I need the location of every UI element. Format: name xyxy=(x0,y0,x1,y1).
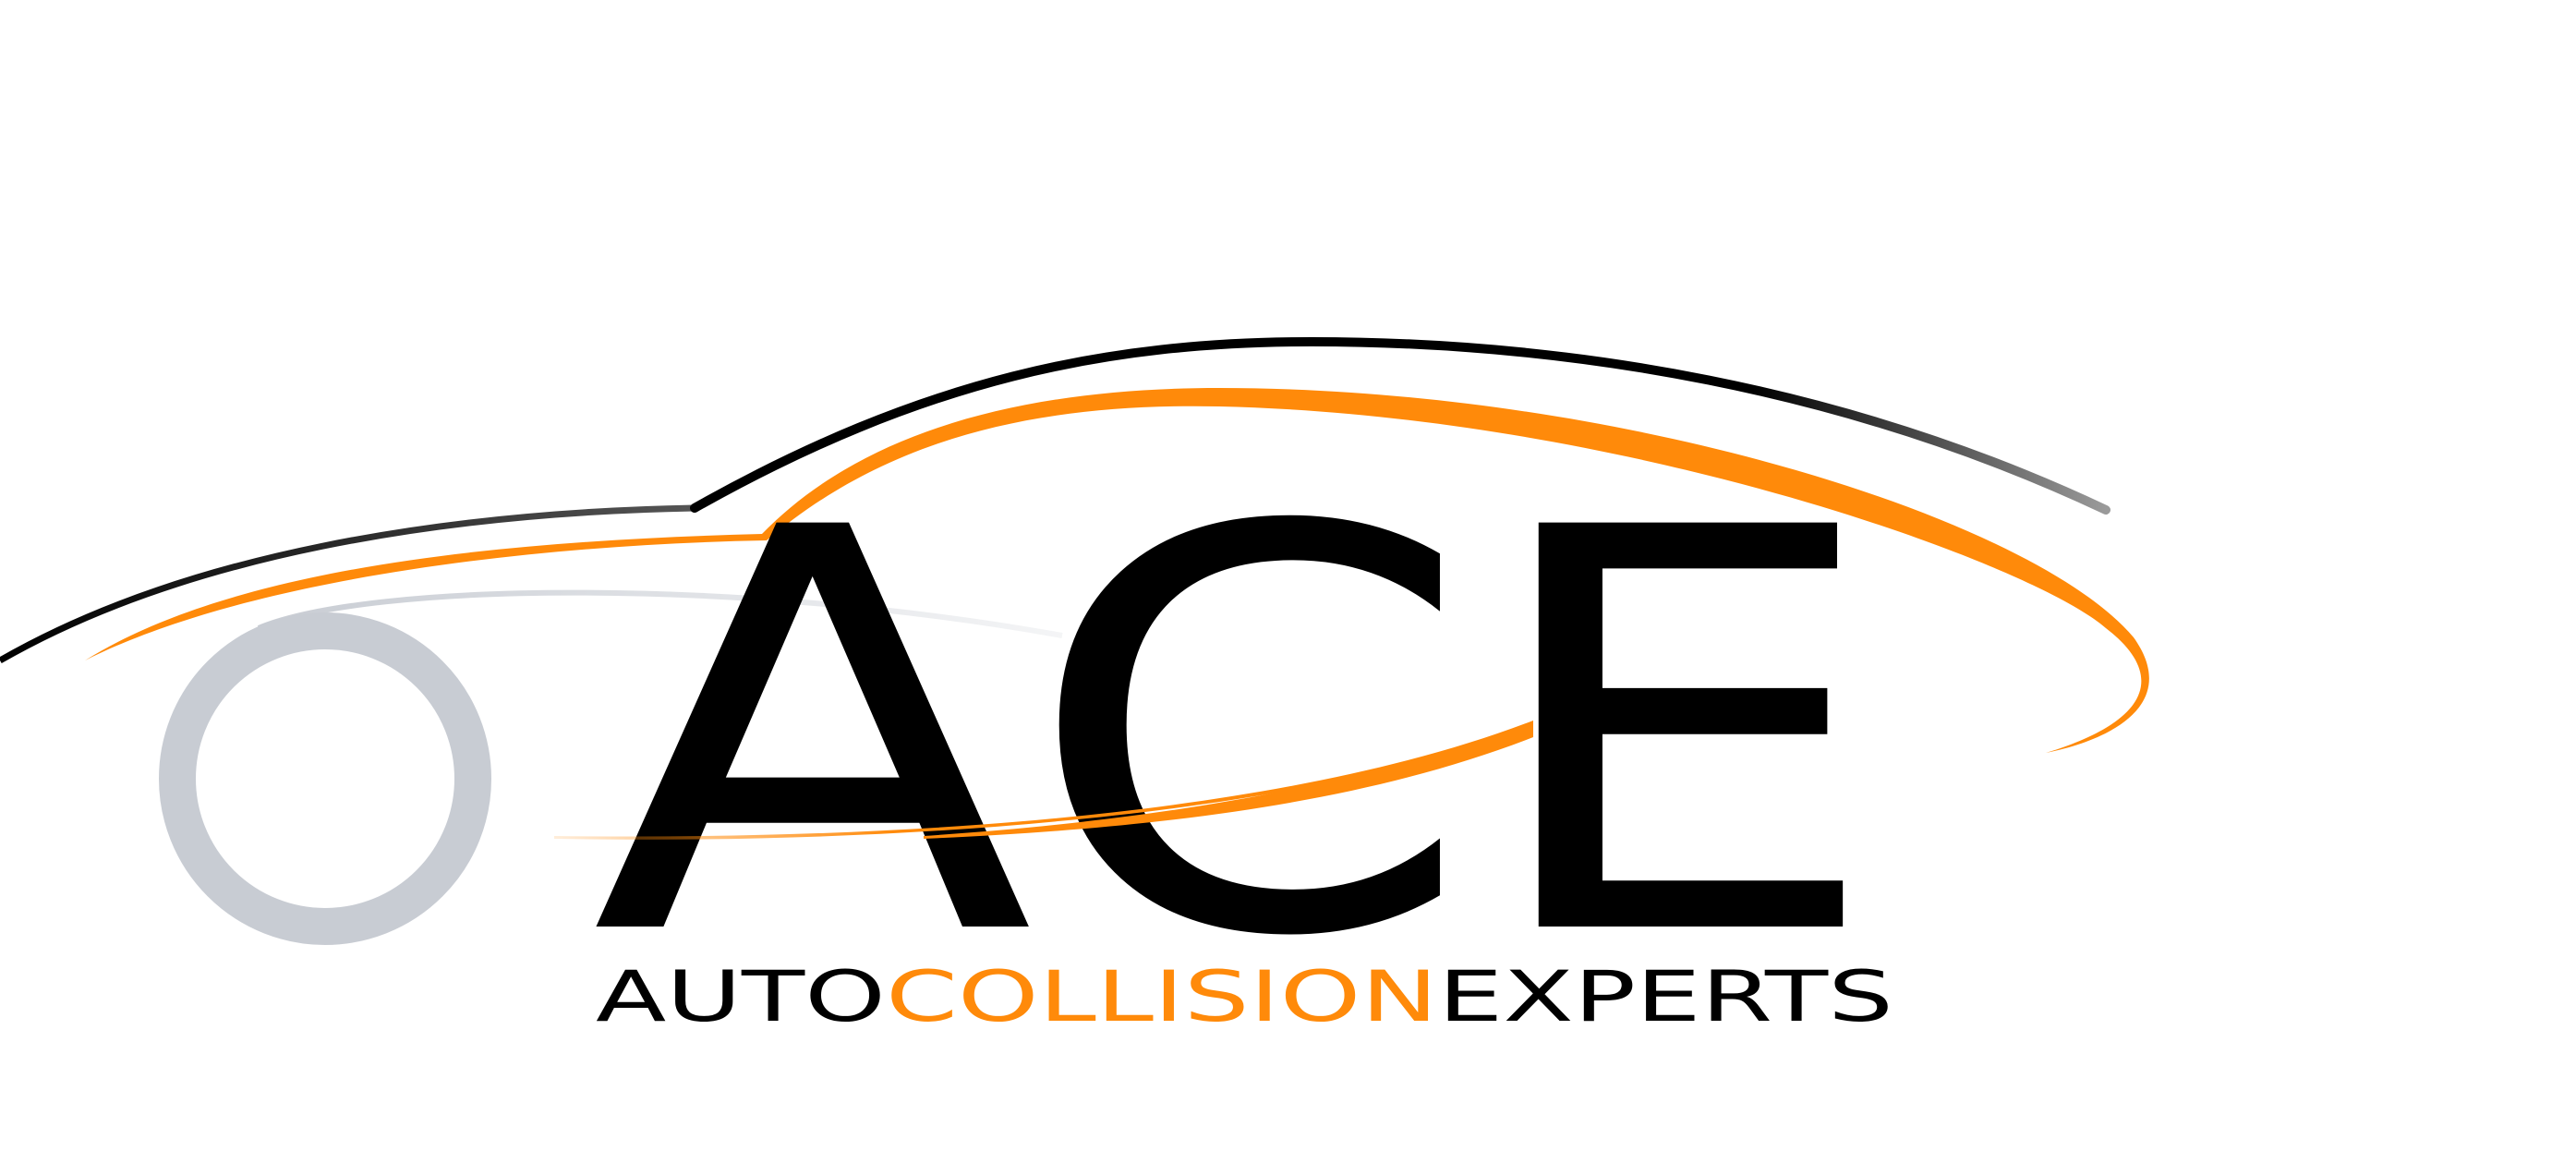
wheel-icon xyxy=(159,612,491,945)
car-roof-stroke xyxy=(690,336,2110,515)
car-window-line xyxy=(257,589,1063,638)
tagline-word-auto: AUTO xyxy=(596,955,886,1037)
tagline-word-experts: EXPERTS xyxy=(1438,955,1893,1037)
monogram-ace: ACE xyxy=(591,412,1884,1058)
car-hood-stroke xyxy=(0,504,695,664)
tagline-word-collision: COLLISION xyxy=(886,955,1438,1037)
